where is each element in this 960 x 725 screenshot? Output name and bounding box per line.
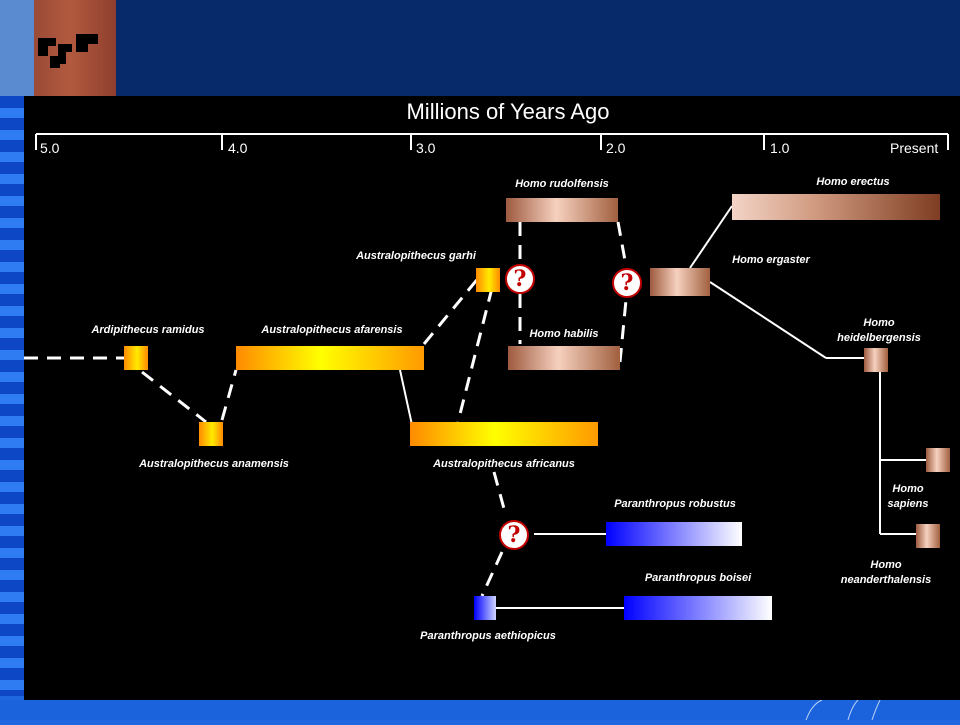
question-mark-icon: ? [499, 520, 529, 550]
afarensis-garhi-link [422, 275, 482, 345]
habilis-ergaster-link [618, 299, 628, 363]
bar-homo-neanderthalensis [916, 524, 940, 548]
bar-paranthropus-robustus [606, 522, 742, 546]
bottom-decorative-strip [0, 699, 960, 721]
label-homo-habilis: Homo habilis [529, 328, 599, 340]
label-paranthropus-robustus: Paranthropus robustus [614, 498, 736, 510]
bar-paranthropus-aethiopicus [474, 596, 496, 620]
axis-tick-label: 5.0 [40, 140, 60, 156]
anamensis-afarensis-link [220, 369, 238, 421]
label-ardipithecus-ramidus: Ardipithecus ramidus [91, 324, 205, 336]
label-homo-sapiens: Homo sapiens [887, 483, 929, 510]
ramidus-anamensis-link [141, 370, 207, 424]
label-australopithecus-anamensis: Australopithecus anamensis [139, 458, 289, 470]
bar-homo-sapiens [926, 448, 950, 472]
rudolfensis-ergaster-link [616, 221, 628, 267]
label-paranthropus-aethiopicus: Paranthropus aethiopicus [420, 630, 556, 642]
question-aethiopicus-link [480, 551, 504, 597]
label-homo-erectus: Homo erectus [816, 176, 890, 188]
bar-homo-rudolfensis [506, 198, 618, 222]
africanus-question-link [492, 471, 508, 517]
label-homo-neanderthalensis: Homo neanderthalensis [840, 559, 932, 586]
bar-homo-habilis [508, 346, 620, 370]
slide-header [0, 0, 960, 96]
connector-lines [24, 133, 949, 609]
axis-tick-label: 1.0 [770, 140, 790, 156]
question-mark-icon: ? [505, 264, 535, 294]
label-homo-rudolfensis: Homo rudolfensis [515, 178, 609, 190]
bar-homo-erectus [732, 194, 940, 220]
ergaster-erectus-line [689, 205, 733, 269]
axis-tick-label: 3.0 [416, 140, 436, 156]
diagram-title: Millions of Years Ago [406, 99, 610, 124]
logo [0, 0, 116, 96]
left-decorative-strip [0, 96, 24, 696]
logo-glyph-icon [38, 34, 98, 68]
bar-homo-ergaster [650, 268, 710, 296]
bar-australopithecus-anamensis [199, 422, 223, 446]
timeline-diagram: Millions of Years Ago [24, 96, 960, 700]
bar-paranthropus-boisei [624, 596, 772, 620]
label-paranthropus-boisei: Paranthropus boisei [644, 572, 752, 584]
bar-australopithecus-africanus [410, 422, 598, 446]
label-homo-ergaster: Homo ergaster [732, 254, 810, 266]
garhi-africanus-link [456, 287, 494, 423]
bottom-swoosh-icon [805, 699, 881, 721]
bar-ardipithecus-ramidus [124, 346, 148, 370]
axis-tick-label: 4.0 [228, 140, 248, 156]
axis-tick-label: Present [890, 140, 939, 156]
label-homo-heidelbergensis: Homo heidelbergensis [837, 317, 921, 344]
label-australopithecus-garhi: Australopithecus garhi [356, 250, 476, 262]
bar-australopithecus-afarensis [236, 346, 424, 370]
axis-tick-label: 2.0 [606, 140, 626, 156]
bar-homo-heidelbergensis [864, 348, 888, 372]
ergaster-heidelbergensis-line [709, 281, 827, 359]
question-mark-icon: ? [612, 268, 642, 298]
label-australopithecus-africanus: Australopithecus africanus [433, 458, 575, 470]
bar-australopithecus-garhi [476, 268, 500, 292]
label-australopithecus-afarensis: Australopithecus afarensis [261, 324, 403, 336]
